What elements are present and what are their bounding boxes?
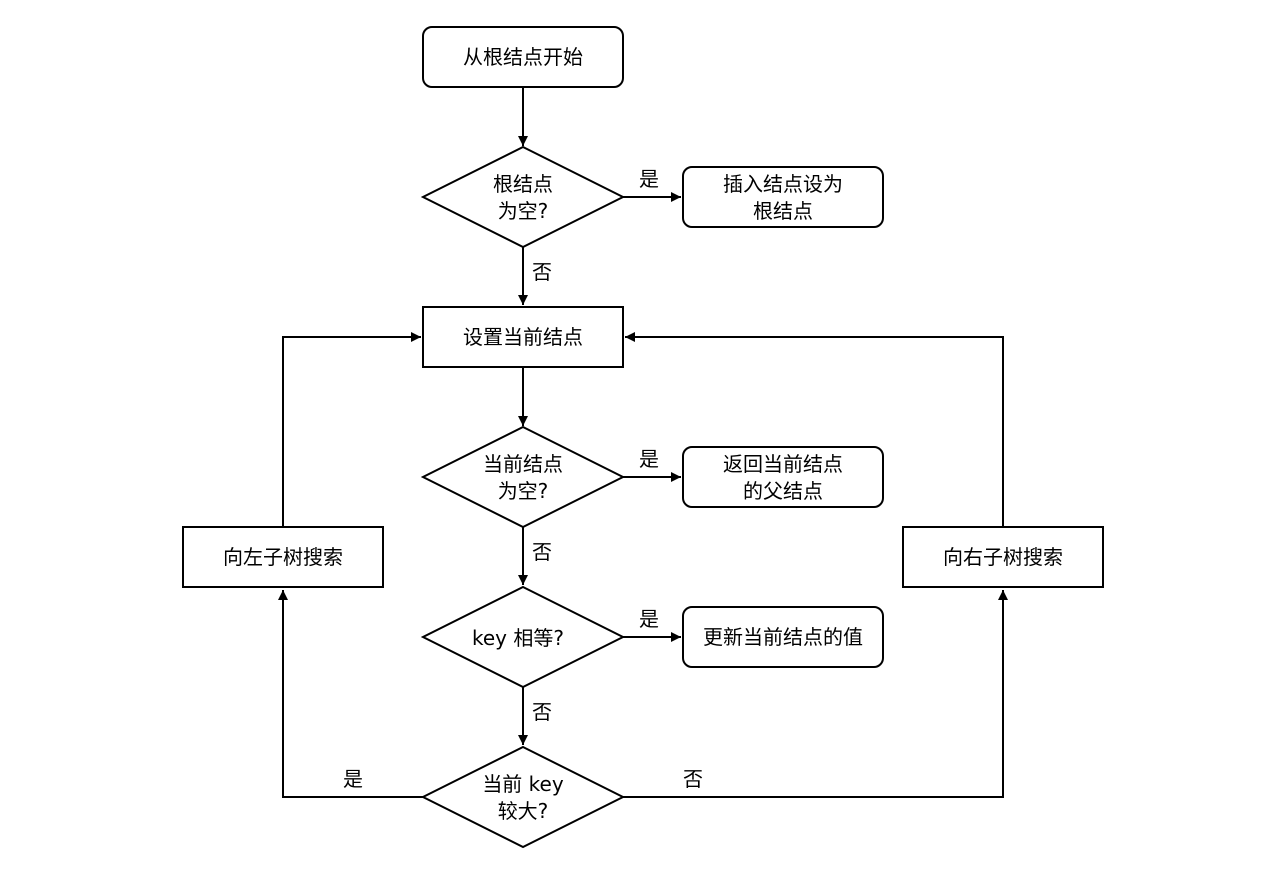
edge-label-no: 否 — [532, 260, 552, 284]
edge-key-greater-no — [623, 590, 1008, 798]
decision-root-empty-line1: 根结点 — [493, 172, 553, 196]
node-set-current-label: 设置当前结点 — [463, 325, 583, 349]
decision-current-empty: 当前结点 为空? — [420, 425, 626, 529]
node-search-left-label: 向左子树搜索 — [223, 545, 343, 569]
decision-current-empty-line1: 当前结点 — [483, 452, 563, 476]
decision-key-greater-line2: 较大? — [498, 799, 549, 823]
edge-label-no: 否 — [532, 540, 552, 564]
node-update-value-label: 更新当前结点的值 — [703, 625, 863, 649]
decision-key-greater: 当前 key 较大? — [420, 745, 626, 849]
edge-label-no: 否 — [683, 767, 703, 791]
edge-label-yes: 是 — [639, 607, 659, 631]
node-set-root-line2: 根结点 — [753, 199, 813, 223]
edge-key-greater-yes — [278, 590, 423, 798]
edge-left-to-set-current — [282, 332, 421, 527]
edge-label-yes: 是 — [639, 167, 659, 191]
decision-root-empty-line2: 为空? — [498, 199, 549, 223]
edge-label-yes: 是 — [343, 767, 363, 791]
node-set-current: 设置当前结点 — [422, 306, 624, 368]
decision-key-greater-line1: 当前 key — [482, 772, 564, 796]
decision-key-equal: key 相等? — [420, 585, 626, 689]
node-return-parent: 返回当前结点 的父结点 — [682, 446, 884, 508]
node-search-left: 向左子树搜索 — [182, 526, 384, 588]
node-return-parent-line1: 返回当前结点 — [723, 452, 843, 476]
node-search-right: 向右子树搜索 — [902, 526, 1104, 588]
decision-root-empty: 根结点 为空? — [420, 145, 626, 249]
edge-label-yes: 是 — [639, 447, 659, 471]
node-set-root: 插入结点设为 根结点 — [682, 166, 884, 228]
decision-current-empty-line2: 为空? — [498, 479, 549, 503]
edges — [278, 88, 1008, 798]
node-start: 从根结点开始 — [422, 26, 624, 88]
edge-right-to-set-current — [625, 332, 1004, 527]
node-search-right-label: 向右子树搜索 — [943, 545, 1063, 569]
node-update-value: 更新当前结点的值 — [682, 606, 884, 668]
edge-labels: 是 否 是 否 是 否 是 否 — [343, 167, 703, 791]
node-return-parent-line2: 的父结点 — [743, 479, 823, 503]
decision-key-equal-label: key 相等? — [472, 626, 564, 650]
node-start-label: 从根结点开始 — [463, 45, 583, 69]
node-set-root-line1: 插入结点设为 — [723, 172, 843, 196]
edge-label-no: 否 — [532, 700, 552, 724]
